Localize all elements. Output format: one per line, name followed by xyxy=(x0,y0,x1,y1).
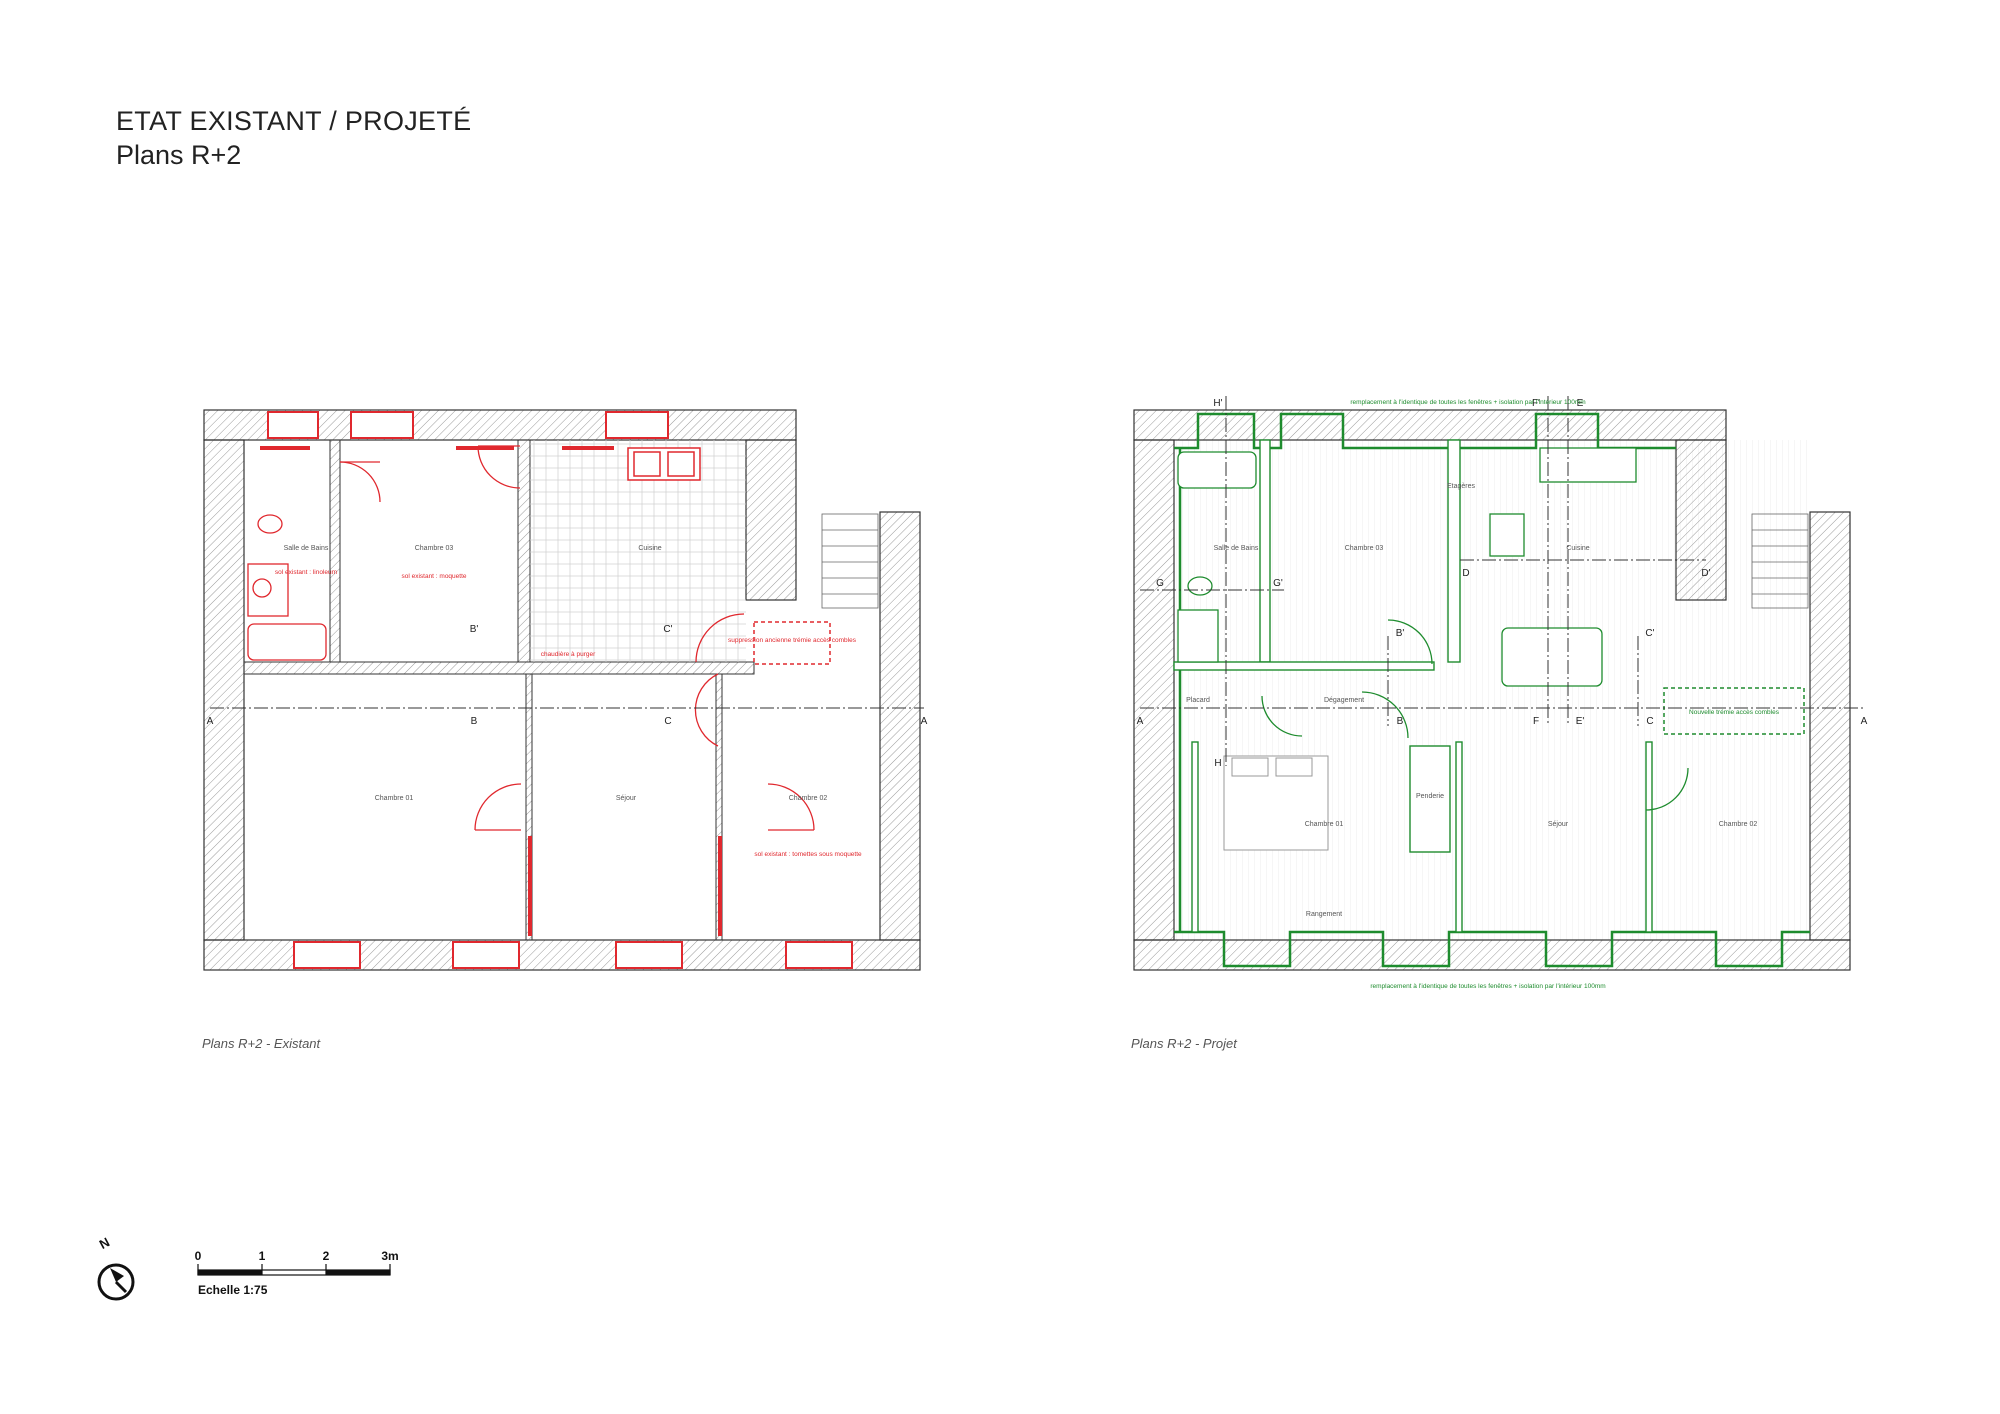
sink-icon xyxy=(627,447,701,481)
axis-label: C' xyxy=(663,624,672,635)
old-trapdoor xyxy=(753,621,831,665)
room-label: Etagères xyxy=(1447,483,1476,490)
bathroom-fixtures xyxy=(247,514,327,661)
scale-tick: 2 xyxy=(323,1249,330,1263)
wall-living-bed2 xyxy=(715,673,723,941)
north-arrow-icon xyxy=(97,1263,135,1301)
axis-label: A xyxy=(921,716,928,727)
scale-bar xyxy=(197,1264,391,1276)
stair-icon xyxy=(1751,513,1809,609)
interior-walls xyxy=(1173,439,1653,933)
axis-label: B' xyxy=(470,624,479,635)
wall-stair-west xyxy=(745,439,797,601)
wall-bed3-kitchen xyxy=(517,439,531,663)
stair-icon xyxy=(821,513,879,609)
room-label: Dégagement xyxy=(1324,697,1364,704)
scale-label: Echelle 1:75 xyxy=(198,1283,268,1297)
plan-caption-project: Plans R+2 - Projet xyxy=(1131,1036,1237,1051)
plan-existing: A A B B' C C' Salle de Bains Chambre 03 … xyxy=(203,409,928,971)
note: sol existant : tomettes sous moquette xyxy=(754,851,862,858)
wall-bed1-living xyxy=(525,673,533,941)
axis-label: H xyxy=(1214,758,1221,769)
room-label: Chambre 02 xyxy=(789,795,828,802)
note: remplacement à l'identique de toutes les… xyxy=(1350,399,1585,406)
page-subtitle: Plans R+2 xyxy=(116,140,242,170)
axis-label: B xyxy=(471,716,478,727)
north-label: N xyxy=(97,1234,112,1252)
plan-caption-existing: Plans R+2 - Existant xyxy=(202,1036,321,1051)
wall-corridor-north xyxy=(243,661,755,675)
radiators xyxy=(260,446,722,936)
room-label: Salle de Bains xyxy=(284,545,329,552)
axis-label: H' xyxy=(1213,398,1222,409)
note: sol existant : linoleum xyxy=(275,569,337,576)
interior-walls xyxy=(243,439,755,941)
wall-west xyxy=(203,439,245,941)
scale-tick: 0 xyxy=(195,1249,202,1263)
doors xyxy=(339,445,815,831)
room-label: Chambre 01 xyxy=(375,795,414,802)
shower-icon xyxy=(1177,609,1219,663)
existing-windows-north xyxy=(267,411,669,439)
axis-label: G xyxy=(1156,578,1164,589)
kitchen-fixtures xyxy=(1489,447,1637,687)
axis-label: A xyxy=(1137,716,1144,727)
room-label: Chambre 03 xyxy=(1345,545,1384,552)
existing-windows-south xyxy=(293,941,853,969)
axis-label: B' xyxy=(1396,628,1405,639)
axis-label: F' xyxy=(1532,398,1540,409)
note: suppression ancienne trémie accès comble… xyxy=(728,637,857,644)
wall-bath-bed3 xyxy=(329,439,341,663)
doors xyxy=(1261,619,1689,811)
scale-tick: 3m xyxy=(381,1249,398,1263)
axis-label: E' xyxy=(1576,716,1585,727)
axis-label: D xyxy=(1462,568,1469,579)
axis-label: E xyxy=(1577,398,1584,409)
axis-label: C' xyxy=(1645,628,1654,639)
room-label: Séjour xyxy=(1548,821,1569,828)
note: remplacement à l'identique de toutes les… xyxy=(1370,983,1605,990)
dressing-closet xyxy=(1409,745,1451,853)
room-label: Chambre 03 xyxy=(415,545,454,552)
room-label: Cuisine xyxy=(638,545,661,552)
axis-label: B xyxy=(1397,716,1404,727)
section-lines xyxy=(1140,396,1864,766)
room-label: Chambre 01 xyxy=(1305,821,1344,828)
axis-label: G' xyxy=(1273,578,1283,589)
scale-tick: 1 xyxy=(259,1249,266,1263)
toilet-icon xyxy=(257,514,283,534)
bathtub-icon xyxy=(247,623,327,661)
new-trapdoor xyxy=(1663,687,1805,735)
note: chaudière à purger xyxy=(541,651,596,658)
bed-icon xyxy=(1223,755,1329,851)
kitchen-island-icon xyxy=(1501,627,1603,687)
insulation-lining xyxy=(1174,412,1810,968)
room-label: Penderie xyxy=(1416,793,1444,800)
axis-label: A xyxy=(207,716,214,727)
wall-east xyxy=(879,511,921,941)
axis-label: F xyxy=(1533,716,1539,727)
room-label: Placard xyxy=(1186,697,1210,704)
note: Nouvelle trémie accès combles xyxy=(1689,709,1780,716)
note: sol existant : moquette xyxy=(401,573,466,580)
room-label: Salle de Bains xyxy=(1214,545,1259,552)
plan-project: A A B B' C C' D D' E E' F F' G G' H H' S… xyxy=(1133,396,1868,990)
room-label: Cuisine xyxy=(1566,545,1589,552)
toilet-icon xyxy=(1187,576,1213,596)
axis-label: A xyxy=(1861,716,1868,727)
room-label: Rangement xyxy=(1306,911,1342,918)
room-label: Chambre 02 xyxy=(1719,821,1758,828)
sink-icon xyxy=(1539,447,1637,483)
title-block: ETAT EXISTANT / PROJETÉ Plans R+2 xyxy=(116,104,471,172)
room-label: Séjour xyxy=(616,795,637,802)
bathtub-icon xyxy=(1177,451,1257,489)
axis-label: C xyxy=(664,716,671,727)
page-title: ETAT EXISTANT / PROJETÉ xyxy=(116,106,472,136)
axis-label: C xyxy=(1646,716,1653,727)
axis-label: D' xyxy=(1701,568,1710,579)
scale-legend: N 0 1 2 3m Echelle 1:75 xyxy=(97,1234,399,1301)
